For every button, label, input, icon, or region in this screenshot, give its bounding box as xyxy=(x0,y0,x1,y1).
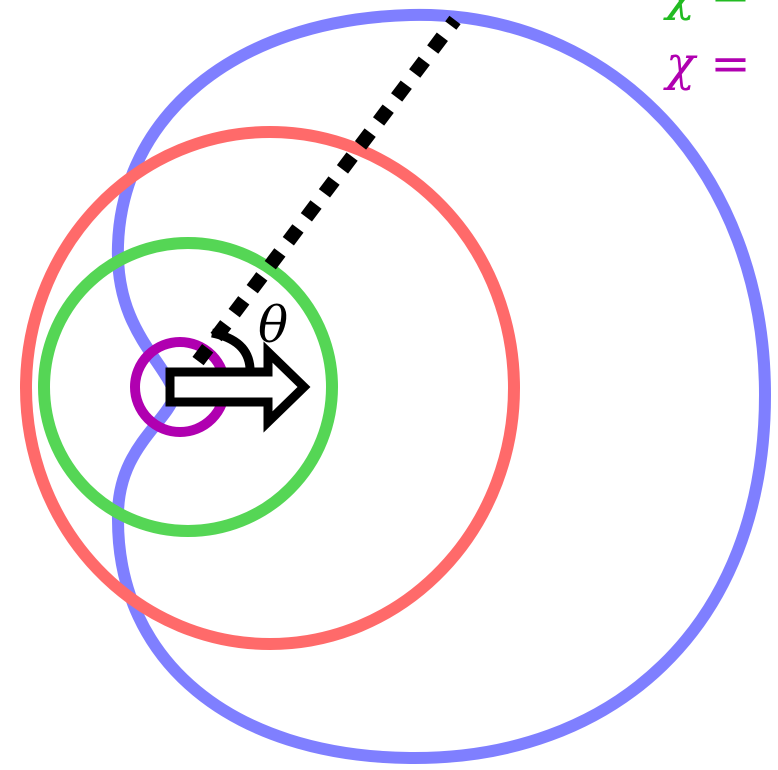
green-curve xyxy=(38,237,338,537)
legend-magenta-label: χ = xyxy=(663,36,751,92)
blue-curve xyxy=(111,8,772,765)
angle-arc xyxy=(210,328,255,369)
direction-arrow xyxy=(165,341,311,433)
angle-theta-label: θ xyxy=(258,296,288,354)
red-curve xyxy=(20,126,520,650)
legend-green-label: χ = xyxy=(663,0,751,22)
